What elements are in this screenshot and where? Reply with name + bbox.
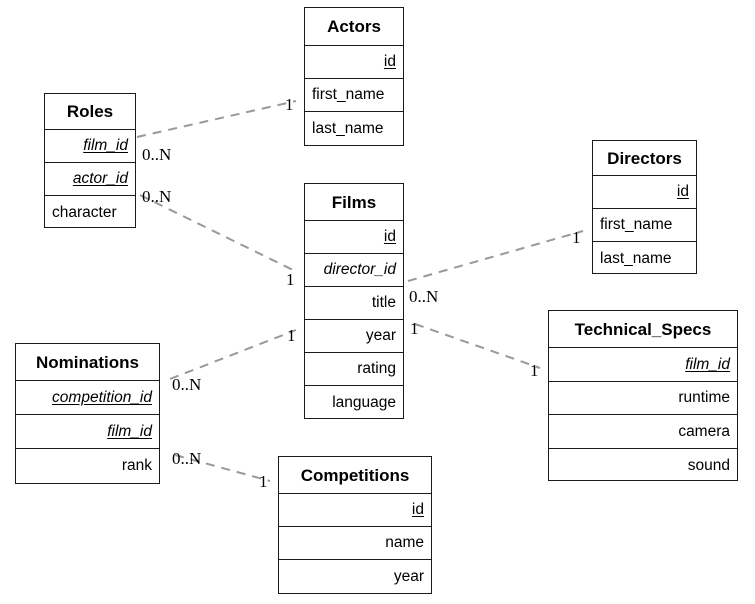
cardinality-roles-actors-from: 0..N bbox=[142, 145, 172, 164]
attribute-label: rating bbox=[357, 360, 396, 378]
attribute-label: sound bbox=[687, 456, 730, 474]
relationship-line-nominations-films bbox=[169, 329, 297, 380]
attribute-label: film_id bbox=[107, 422, 152, 440]
attribute-label: title bbox=[371, 294, 396, 312]
entity-title-films: Films bbox=[305, 184, 403, 221]
entity-title-nominations: Nominations bbox=[16, 344, 159, 381]
attribute-label: year bbox=[365, 327, 396, 345]
attribute-roles-character[interactable]: character bbox=[45, 196, 135, 229]
cardinality-roles-actors-to: 1 bbox=[285, 95, 294, 114]
attribute-directors-id[interactable]: id bbox=[593, 176, 696, 209]
attribute-films-title[interactable]: title bbox=[305, 287, 403, 320]
attribute-nominations-rank[interactable]: rank bbox=[16, 449, 159, 483]
attribute-competitions-year[interactable]: year bbox=[279, 560, 431, 593]
entity-title-roles: Roles bbox=[45, 94, 135, 130]
attribute-technical_specs-film_id[interactable]: film_id bbox=[549, 348, 737, 382]
entity-title-directors: Directors bbox=[593, 141, 696, 176]
attribute-label: last_name bbox=[312, 119, 384, 137]
attribute-nominations-film_id[interactable]: film_id bbox=[16, 415, 159, 449]
attribute-roles-actor_id[interactable]: actor_id bbox=[45, 163, 135, 196]
attribute-label: director_id bbox=[323, 261, 396, 279]
attribute-label: film_id bbox=[685, 355, 730, 373]
entity-roles[interactable]: Roles film_id actor_id character bbox=[44, 93, 136, 228]
attribute-label: competition_id bbox=[52, 388, 152, 406]
cardinality-roles-films-to: 1 bbox=[286, 270, 295, 289]
attribute-label: id bbox=[383, 53, 396, 71]
attribute-films-language[interactable]: language bbox=[305, 386, 403, 419]
attribute-directors-first_name[interactable]: first_name bbox=[593, 209, 696, 242]
attribute-nominations-competition_id[interactable]: competition_id bbox=[16, 381, 159, 415]
relationship-line-roles-films bbox=[139, 194, 298, 273]
attribute-label: character bbox=[52, 203, 117, 221]
attribute-label: id bbox=[411, 501, 424, 519]
attribute-label: last_name bbox=[600, 249, 672, 267]
attribute-label: runtime bbox=[678, 389, 730, 406]
cardinality-nominations-films-to: 1 bbox=[287, 326, 296, 345]
attribute-label: first_name bbox=[600, 216, 673, 234]
attribute-films-id[interactable]: id bbox=[305, 221, 403, 254]
attribute-label: id bbox=[676, 183, 689, 201]
cardinality-films-directors-to: 1 bbox=[572, 228, 581, 247]
attribute-label: year bbox=[393, 567, 424, 585]
relationship-line-films-directors bbox=[407, 230, 584, 282]
attribute-label: camera bbox=[678, 422, 730, 440]
attribute-label: name bbox=[385, 534, 424, 552]
attribute-films-director_id[interactable]: director_id bbox=[305, 254, 403, 287]
attribute-directors-last_name[interactable]: last_name bbox=[593, 242, 696, 275]
attribute-competitions-name[interactable]: name bbox=[279, 527, 431, 560]
entity-actors[interactable]: Actors id first_name last_name bbox=[304, 7, 404, 146]
entity-title-actors: Actors bbox=[305, 8, 403, 46]
relationship-line-films-technical-specs bbox=[414, 323, 541, 369]
entity-competitions[interactable]: Competitions id name year bbox=[278, 456, 432, 594]
attribute-label: film_id bbox=[83, 137, 128, 155]
attribute-roles-film_id[interactable]: film_id bbox=[45, 130, 135, 163]
attribute-technical_specs-sound[interactable]: sound bbox=[549, 449, 737, 483]
attribute-label: actor_id bbox=[72, 170, 128, 188]
attribute-label: first_name bbox=[312, 86, 385, 104]
attribute-label: rank bbox=[121, 457, 152, 475]
attribute-actors-id[interactable]: id bbox=[305, 46, 403, 79]
attribute-actors-first_name[interactable]: first_name bbox=[305, 79, 403, 112]
cardinality-films-directors-from: 0..N bbox=[409, 287, 439, 306]
entity-title-competitions: Competitions bbox=[279, 457, 431, 494]
attribute-label: language bbox=[332, 393, 396, 411]
attribute-actors-last_name[interactable]: last_name bbox=[305, 112, 403, 145]
entity-title-technical_specs: Technical_Specs bbox=[549, 311, 737, 348]
attribute-films-rating[interactable]: rating bbox=[305, 353, 403, 386]
cardinality-films-technical-specs-to: 1 bbox=[530, 361, 539, 380]
cardinality-roles-films-from: 0..N bbox=[142, 187, 172, 206]
attribute-technical_specs-camera[interactable]: camera bbox=[549, 415, 737, 449]
cardinality-films-technical-specs-from: 1 bbox=[410, 319, 419, 338]
attribute-competitions-id[interactable]: id bbox=[279, 494, 431, 527]
attribute-technical_specs-runtime[interactable]: runtime bbox=[549, 382, 737, 415]
relationship-line-roles-actors bbox=[136, 100, 297, 138]
cardinality-nominations-films-from: 0..N bbox=[172, 375, 202, 394]
attribute-films-year[interactable]: year bbox=[305, 320, 403, 353]
attribute-label: id bbox=[383, 228, 396, 246]
cardinality-nominations-competitions-from: 0..N bbox=[172, 449, 202, 468]
cardinality-nominations-competitions-to: 1 bbox=[259, 472, 268, 491]
